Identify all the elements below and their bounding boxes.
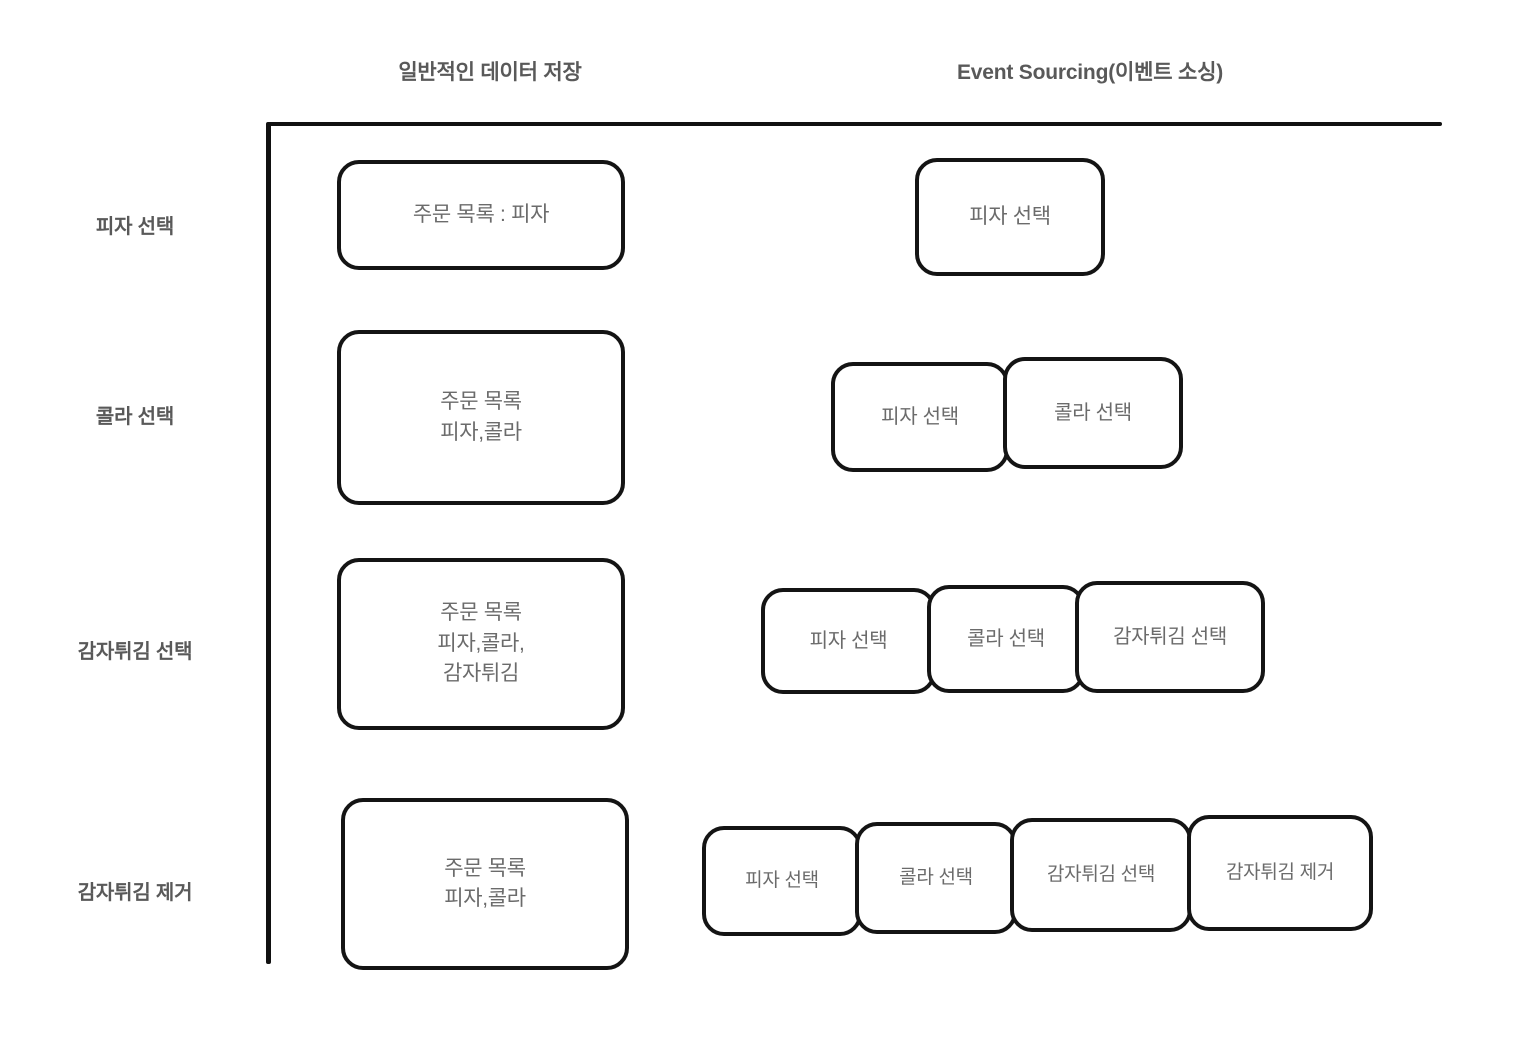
traditional-state-box-row4: 주문 목록 피자,콜라 — [341, 798, 629, 970]
column-heading-traditional: 일반적인 데이터 저장 — [398, 61, 582, 84]
event-box-row3-item1: 피자 선택 — [761, 588, 936, 694]
event-box-row4-item2: 콜라 선택 — [855, 822, 1017, 934]
event-box-row2-item2: 콜라 선택 — [1003, 357, 1183, 469]
column-heading-event-sourcing: Event Sourcing(이벤트 소싱) — [956, 61, 1224, 84]
event-box-row4-item3: 감자튀김 선택 — [1010, 818, 1192, 932]
horizontal-axis-line — [268, 122, 1442, 126]
row-label-fries-select: 감자튀김 선택 — [77, 641, 193, 663]
traditional-state-box-row2: 주문 목록 피자,콜라 — [337, 330, 625, 505]
row-label-fries-remove: 감자튀김 제거 — [77, 882, 193, 904]
row-label-cola-select: 콜라 선택 — [95, 406, 175, 428]
traditional-state-box-row3: 주문 목록 피자,콜라, 감자튀김 — [337, 558, 625, 730]
event-box-row4-item1: 피자 선택 — [702, 826, 862, 936]
vertical-axis-line — [266, 122, 271, 964]
traditional-state-box-row1: 주문 목록 : 피자 — [337, 160, 625, 270]
event-box-row3-item2: 콜라 선택 — [927, 585, 1085, 693]
row-label-pizza-select: 피자 선택 — [95, 216, 175, 238]
event-box-row4-item4: 감자튀김 제거 — [1187, 815, 1373, 931]
event-box-row2-item1: 피자 선택 — [831, 362, 1009, 472]
event-box-row1-item1: 피자 선택 — [915, 158, 1105, 276]
event-box-row3-item3: 감자튀김 선택 — [1075, 581, 1265, 693]
